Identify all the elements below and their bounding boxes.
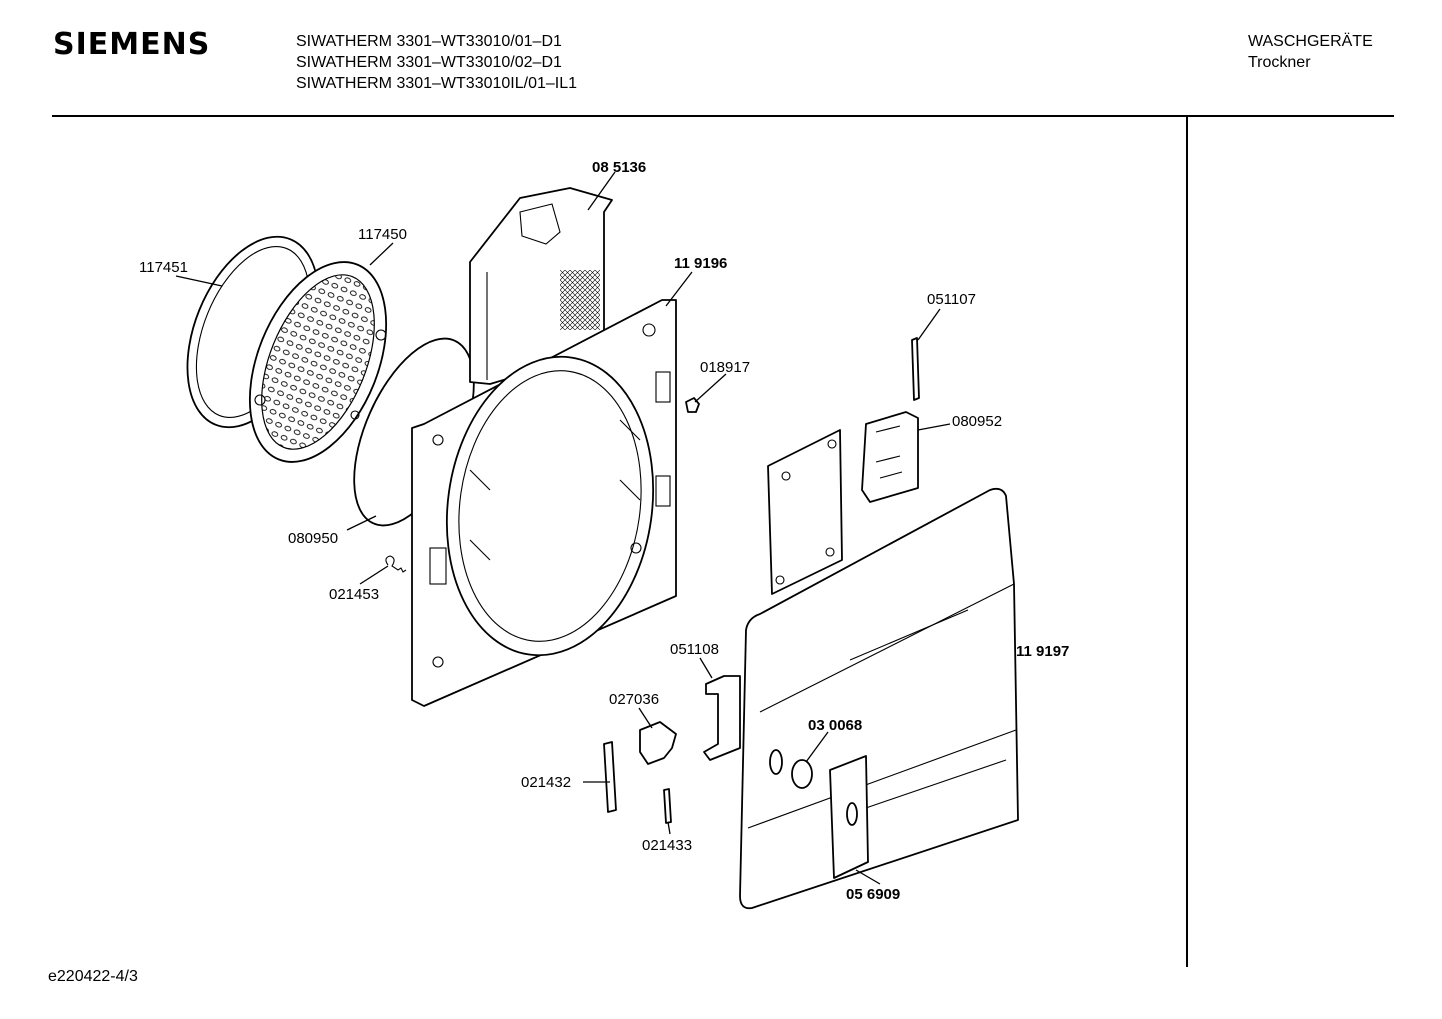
mounting-plate — [767, 429, 843, 595]
part-label: 117450 — [358, 226, 407, 243]
model-list: SIWATHERM 3301–WT33010/01–D1 SIWATHERM 3… — [296, 31, 577, 94]
part-label: 117451 — [139, 259, 188, 276]
part-label: 05 6909 — [846, 886, 900, 903]
leader-lines — [175, 171, 951, 885]
part-label: 027036 — [609, 691, 659, 708]
part-label: 021433 — [642, 837, 692, 854]
front-frame-panel — [411, 299, 677, 707]
part-label: 021432 — [521, 774, 571, 791]
model-line: SIWATHERM 3301–WT33010/02–D1 — [296, 54, 562, 71]
category-subtitle: Trockner — [1248, 54, 1311, 71]
category-block: WASCHGERÄTE Trockner — [1248, 31, 1373, 73]
part-label: 03 0068 — [808, 717, 862, 734]
part-label: 018917 — [700, 359, 750, 376]
part-label: 11 9197 — [1016, 643, 1069, 660]
sealing-strip — [603, 741, 617, 813]
door-panel — [739, 487, 1019, 910]
part-label: 11 9196 — [674, 255, 727, 272]
door-latch — [703, 675, 741, 761]
part-labels: 08 5136 117450 117451 11 9196 051107 018… — [139, 159, 1069, 903]
door-handle — [829, 755, 869, 879]
door-catch — [639, 721, 677, 765]
part-label: 051108 — [670, 641, 719, 658]
sidebar-divider — [1186, 117, 1188, 967]
header-divider — [52, 115, 1394, 117]
hinge-bracket — [861, 411, 919, 503]
part-label: 080950 — [288, 530, 338, 547]
latch-pin — [663, 788, 672, 824]
hinge-pin — [911, 337, 920, 401]
category-title: WASCHGERÄTE — [1248, 33, 1373, 50]
part-label: 08 5136 — [592, 159, 646, 176]
part-label: 021453 — [329, 586, 379, 603]
model-line: SIWATHERM 3301–WT33010/01–D1 — [296, 33, 562, 50]
door-filter-drum — [248, 261, 388, 463]
spring — [385, 555, 407, 573]
part-label: 080952 — [952, 413, 1002, 430]
drawing-id: e220422-4/3 — [48, 968, 138, 985]
part-label: 051107 — [927, 291, 976, 308]
lint-filter-housing — [469, 187, 613, 385]
model-line: SIWATHERM 3301–WT33010IL/01–IL1 — [296, 75, 578, 92]
brand-logo: SIEMENS — [53, 27, 211, 62]
